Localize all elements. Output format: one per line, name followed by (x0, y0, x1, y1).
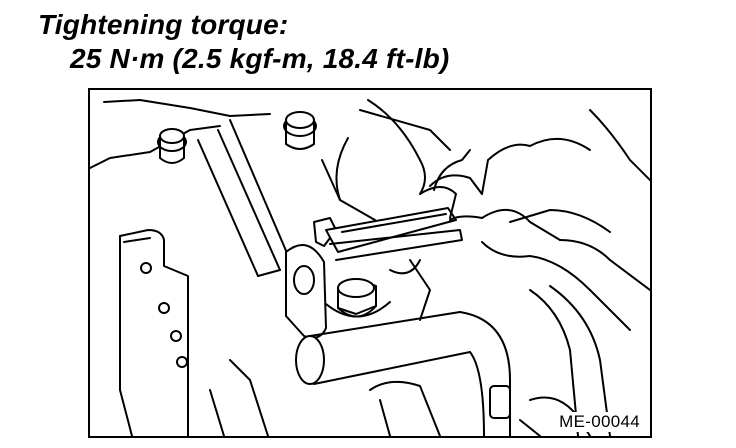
wrench (313, 207, 463, 261)
illustration-frame: ME-00044 (88, 88, 652, 438)
bolt-head (325, 278, 391, 318)
left-bracket (119, 229, 269, 436)
left-stud (157, 128, 187, 164)
torque-spec-title: Tightening torque: (38, 9, 289, 40)
pipe (295, 311, 511, 436)
mounting-flange (285, 243, 327, 339)
torque-spec-heading: Tightening torque: 25 N·m (2.5 kgf-m, 18… (38, 8, 449, 76)
torque-spec-value: 25 N·m (2.5 kgf-m, 18.4 ft-lb) (70, 43, 450, 74)
wrench-on-bolt-illustration (90, 99, 650, 436)
hand (367, 99, 650, 331)
center-stud (283, 111, 317, 150)
figure-reference-code: ME-00044 (557, 412, 642, 432)
